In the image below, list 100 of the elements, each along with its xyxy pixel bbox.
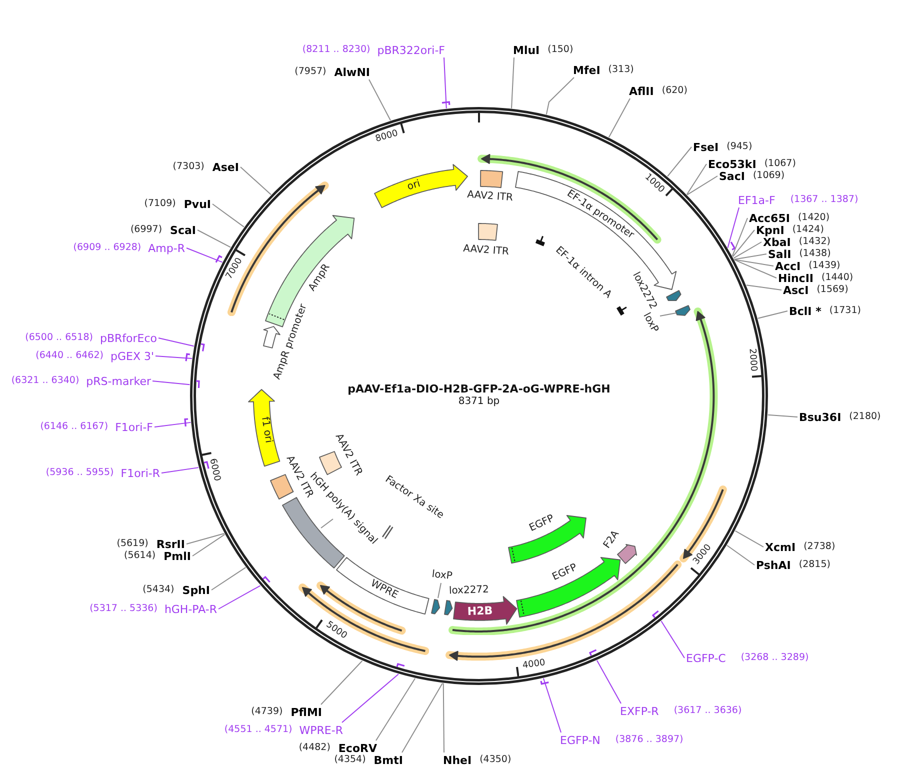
leader-line (368, 79, 391, 121)
leader-line (442, 682, 444, 753)
feature-label: loxP (431, 570, 453, 582)
leader-line (734, 254, 767, 260)
enzyme-name: AccI (775, 260, 801, 272)
enzyme-name: ScaI (170, 224, 196, 236)
primer-position: (6909 .. 6928) (73, 243, 142, 253)
leader-line (686, 164, 707, 195)
enzyme-name: SphI (182, 584, 210, 596)
leader-line (596, 660, 622, 704)
site-position: (1439) (808, 261, 840, 271)
site-position: (7109) (144, 199, 176, 209)
primer-name: F1ori-R (120, 468, 160, 478)
leader-line (746, 284, 782, 290)
feature-label: EGFP (551, 563, 579, 583)
leader-line (444, 57, 447, 109)
leader-line (727, 207, 740, 248)
site-position: (1420) (798, 213, 830, 223)
primer-name: EF1a-F (738, 194, 776, 206)
primer-name: EGFP-C (686, 652, 726, 664)
enzyme-name: AscI (783, 284, 809, 296)
leader-line (734, 259, 777, 278)
site-position: (5434) (142, 585, 174, 595)
site-position: (1067) (764, 159, 796, 169)
leader-line (211, 566, 246, 590)
primer-position: (6146 .. 6167) (40, 422, 108, 432)
site-position: (1438) (799, 249, 831, 259)
leader-line (218, 585, 261, 610)
site-position: (1424) (792, 225, 824, 235)
leader-line (732, 218, 748, 256)
feature-block (430, 598, 441, 615)
leader-line (402, 682, 443, 753)
leader-line (240, 166, 272, 196)
enzyme-name: XbaI (763, 236, 791, 248)
site-position: (150) (548, 45, 574, 55)
primer-name: WPRE-R (299, 724, 343, 736)
leader-line (320, 518, 334, 528)
feature-label: AAV2 ITR (462, 244, 510, 258)
primer-position: (6321 .. 6340) (11, 376, 80, 386)
leader-line (732, 230, 755, 258)
plasmid-name: pAAV-Ef1a-DIO-H2B-GFP-2A-oG-WPRE-hGH (348, 384, 610, 394)
primer-name: pRS-marker (86, 376, 151, 386)
enzyme-name: XcmI (765, 542, 796, 552)
site-position: (6997) (130, 225, 162, 235)
enzyme-name: PvuI (184, 198, 211, 210)
site-position: (4350) (480, 755, 512, 765)
enzyme-name: EcoRV (338, 742, 377, 754)
primer-position: (5317 .. 5336) (90, 604, 158, 614)
leader-line (197, 230, 232, 248)
site-position: (1569) (816, 285, 848, 295)
enzyme-name: NheI (443, 754, 472, 766)
enzyme-name: PmlI (164, 550, 191, 562)
site-position: (1440) (822, 273, 854, 283)
enzyme-name: MfeI (573, 64, 600, 76)
leader-line (726, 544, 755, 566)
leader-line (667, 146, 692, 177)
enzyme-name: RsrII (156, 538, 185, 550)
leader-line (186, 248, 223, 263)
leader-line (757, 310, 788, 319)
enzyme-name: SacI (719, 170, 745, 182)
site-position: (4354) (334, 755, 366, 765)
enzyme-name: KpnI (756, 224, 784, 236)
site-position: (2180) (849, 412, 881, 422)
enzyme-name: AlwNI (334, 66, 370, 78)
primer-name: EGFP-N (560, 734, 600, 746)
site-position: (5619) (116, 539, 148, 549)
leader-line (192, 534, 226, 556)
primer-name: F1ori-F (115, 422, 153, 432)
leader-line (660, 620, 685, 658)
primer-name: EXFP-R (620, 706, 659, 716)
enzyme-name: SalI (768, 248, 792, 260)
leader-line (686, 176, 718, 196)
feature-block (674, 304, 692, 316)
primer-position: (3876 .. 3897) (615, 735, 684, 745)
site-position: (1069) (752, 171, 785, 181)
enzyme-name: PflMI (290, 706, 322, 718)
primer-name: pBRforEco (100, 332, 157, 344)
site-position: (4482) (298, 743, 330, 753)
primer-position: (5936 .. 5955) (46, 468, 114, 478)
leader-line (186, 532, 225, 544)
site-position: (313) (608, 65, 634, 75)
leader-line (546, 77, 574, 115)
enzyme-name: AseI (212, 162, 239, 172)
site-position: (7303) (172, 162, 204, 172)
leader-line (320, 660, 363, 705)
primer-position: (8211 .. 8230) (302, 45, 370, 55)
primer-position: (3617 .. 3636) (674, 706, 742, 716)
leader-line (438, 582, 442, 598)
primer-position: (1367 .. 1387) (790, 195, 858, 205)
leader-line (155, 356, 192, 360)
scale-label: 2000 (746, 348, 757, 372)
feature-label: f1 ori (259, 416, 273, 444)
primer-position: (6500 .. 6518) (25, 333, 93, 343)
enzyme-name: Bsu36I (799, 412, 842, 422)
leader-line (542, 678, 562, 733)
leader-line (154, 422, 192, 428)
site-position: (2738) (804, 542, 836, 552)
leader-line (152, 380, 190, 386)
site-position: (620) (662, 86, 688, 96)
leader-line (158, 338, 194, 347)
